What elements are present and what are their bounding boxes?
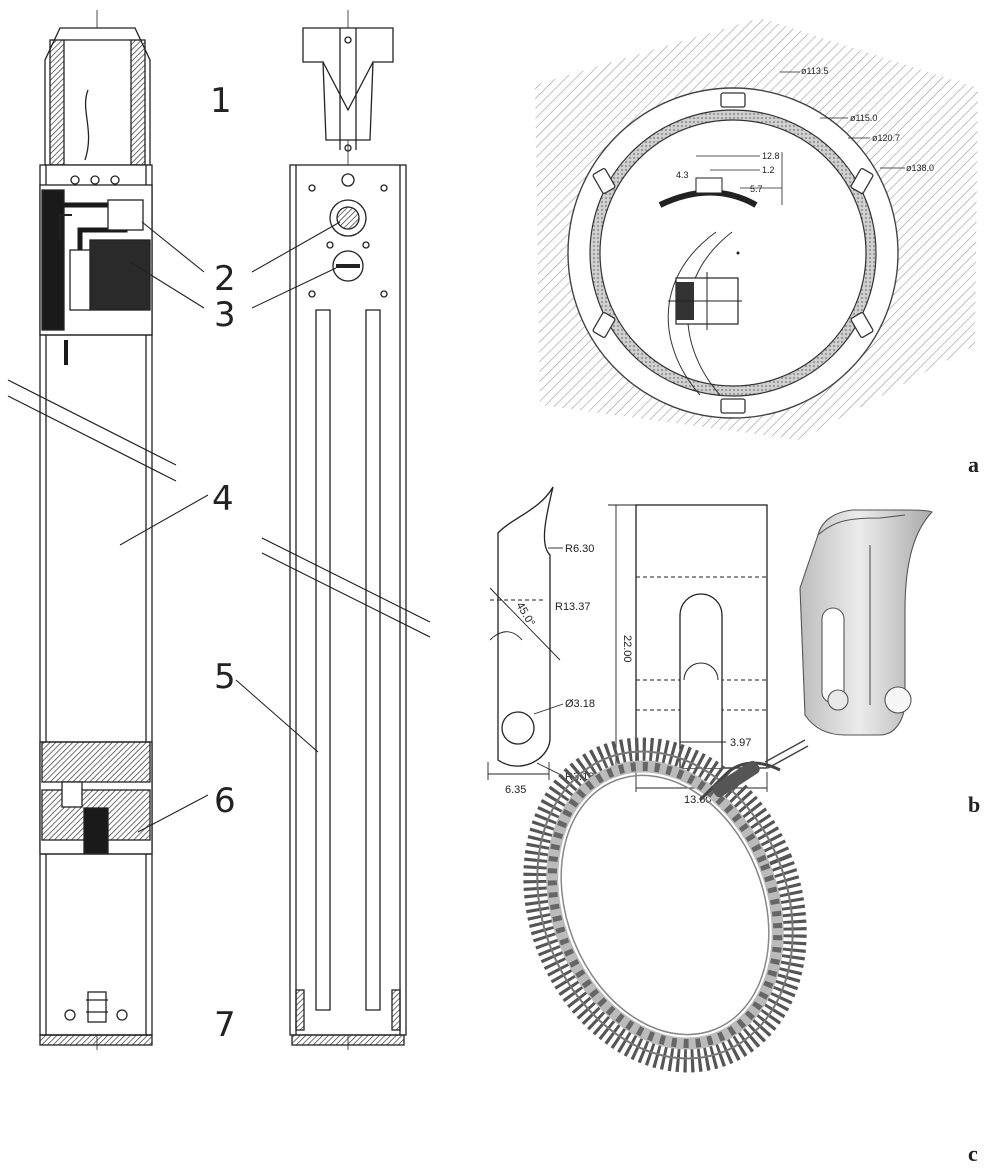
panel-b-clip-front <box>608 504 768 792</box>
panel-b-clip-3d <box>799 509 933 736</box>
callout-3: 3 <box>214 295 236 335</box>
callout-1: 1 <box>210 81 232 121</box>
panel-a-ring-section: ø113.5 ø115.0 ø120.7 ø138.0 12.8 1.2 5.7… <box>535 18 978 440</box>
panel-label-c: c <box>968 1141 978 1166</box>
panel-b-clip-side <box>487 486 564 780</box>
panel-letters: a b c <box>968 452 980 1166</box>
clip-dim-width-side: 6.35 <box>505 784 526 796</box>
callout-4: 4 <box>212 479 234 519</box>
panel-label-b: b <box>968 792 980 817</box>
break-line-left <box>7 379 177 482</box>
leader-lines <box>119 221 341 833</box>
ring-dim-d3: ø120.7 <box>872 133 900 143</box>
callout-6: 6 <box>214 781 236 821</box>
clip-dim-r2: R13.37 <box>555 601 590 613</box>
external-view <box>289 10 407 1050</box>
ring-dim-w1: 12.8 <box>762 151 780 161</box>
clip-dim-hole: Ø3.18 <box>565 698 595 710</box>
ring-dim-d1: ø113.5 <box>801 66 828 76</box>
ring-dim-s1: 4.3 <box>676 170 689 180</box>
clip-dim-r1: R6.30 <box>565 543 594 555</box>
callout-labels: 1 2 3 4 5 6 7 <box>210 81 236 1045</box>
clip-dim-slot: 3.97 <box>730 737 751 749</box>
section-view <box>39 10 153 1050</box>
clip-dim-height: 22.00 <box>621 635 633 663</box>
ring-dim-h1: 5.7 <box>750 184 763 194</box>
panel-c-heating-ring <box>523 737 809 1073</box>
callout-7: 7 <box>214 1005 236 1045</box>
callout-5: 5 <box>214 657 236 697</box>
ring-dim-d2: ø115.0 <box>850 113 877 123</box>
break-line-middle <box>261 537 431 638</box>
ring-dim-d4: ø138.0 <box>906 163 934 173</box>
panel-label-a: a <box>968 452 979 477</box>
callout-2: 2 <box>214 259 236 299</box>
ring-dim-w2: 1.2 <box>762 165 775 175</box>
